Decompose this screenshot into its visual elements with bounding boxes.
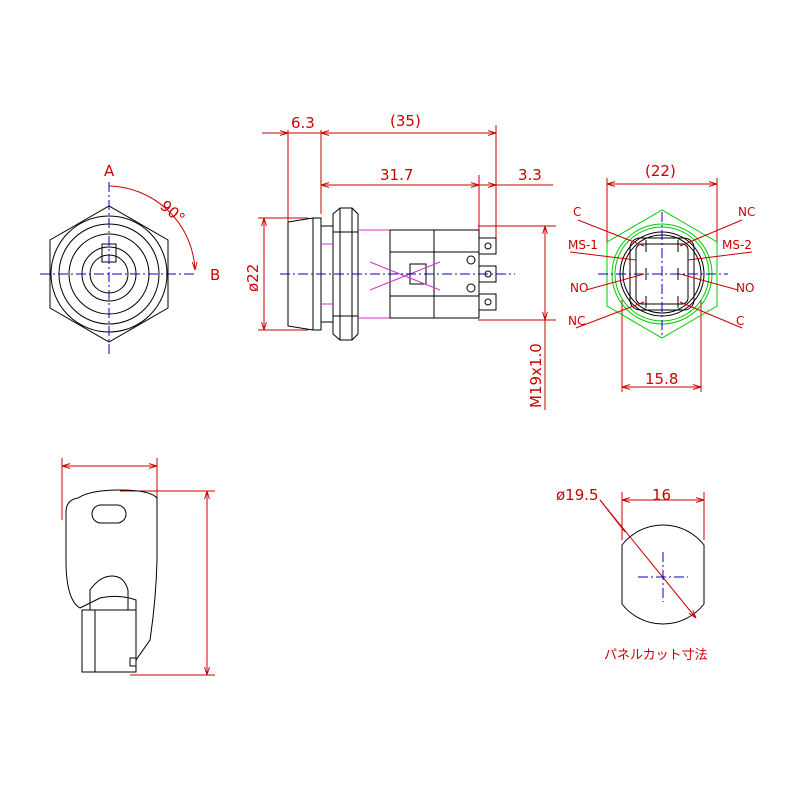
label-no-left: NO	[570, 281, 588, 295]
front-label-a: A	[104, 162, 115, 180]
panel-cut-outline	[621, 524, 705, 625]
front-label-b: B	[210, 266, 220, 284]
label-c-top-left: C	[573, 205, 581, 219]
key-head	[65, 489, 158, 662]
key-view	[61, 458, 215, 676]
front-angle-label: 90°	[157, 197, 189, 228]
front-view: A B 90°	[40, 162, 220, 355]
key-cylinder	[81, 609, 137, 673]
panel-cut-caption: パネルカット寸法	[604, 648, 708, 663]
dim-thread-m19: M19x1.0	[527, 343, 545, 408]
terminal-hex-nut	[606, 209, 718, 339]
label-ms2: MS-2	[722, 238, 752, 252]
key-hole	[91, 504, 127, 524]
side-terminal	[478, 293, 497, 311]
side-terminal	[478, 237, 497, 255]
front-rotation-arc	[108, 185, 195, 270]
terminal-pins	[645, 240, 679, 308]
side-view: 6.3 (35) 31.7 3.3 ø22 M19x1.0	[244, 112, 556, 410]
dim-6-3: 6.3	[291, 114, 315, 132]
dim-diameter-22: ø22	[244, 264, 262, 292]
dim-35: (35)	[390, 112, 421, 130]
dim-22: (22)	[645, 162, 676, 180]
label-nc-top-right: NC	[738, 205, 755, 219]
label-c-bottom-right: C	[736, 314, 744, 328]
dim-diameter-19-5: ø19.5	[556, 486, 599, 504]
label-ms1: MS-1	[568, 238, 598, 252]
dim-31-7: 31.7	[380, 166, 413, 184]
dim-15-8: 15.8	[645, 370, 678, 388]
side-hex-nut	[332, 207, 359, 341]
panel-cut-view: ø19.5 16 パネルカット寸法	[556, 486, 708, 663]
label-no-right: NO	[736, 281, 754, 295]
dim-16: 16	[652, 486, 671, 504]
dim-3-3: 3.3	[518, 166, 542, 184]
label-nc-bottom-left: NC	[568, 314, 585, 328]
terminal-view: (22) 15.8 C MS-1 NO NC NC MS-2 NO C	[568, 162, 755, 392]
